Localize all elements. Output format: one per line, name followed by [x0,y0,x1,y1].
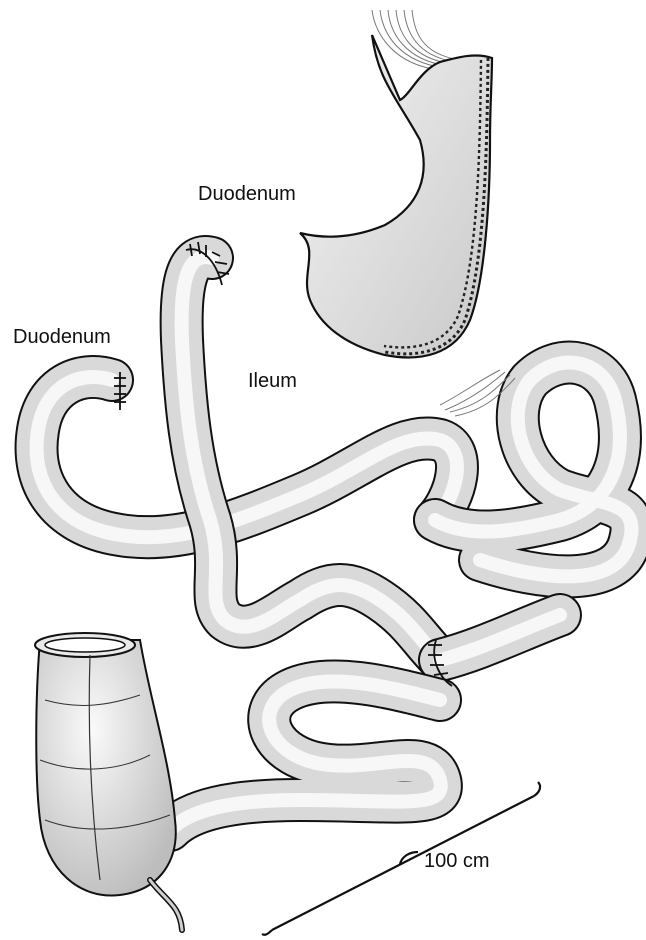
colon [35,633,182,930]
label-ileum: Ileum [248,370,297,393]
label-scale: 100 cm [424,850,490,873]
stomach-pouch [300,35,492,357]
label-duodenum-left: Duodenum [13,326,111,349]
label-duodenum-upper: Duodenum [198,183,296,206]
